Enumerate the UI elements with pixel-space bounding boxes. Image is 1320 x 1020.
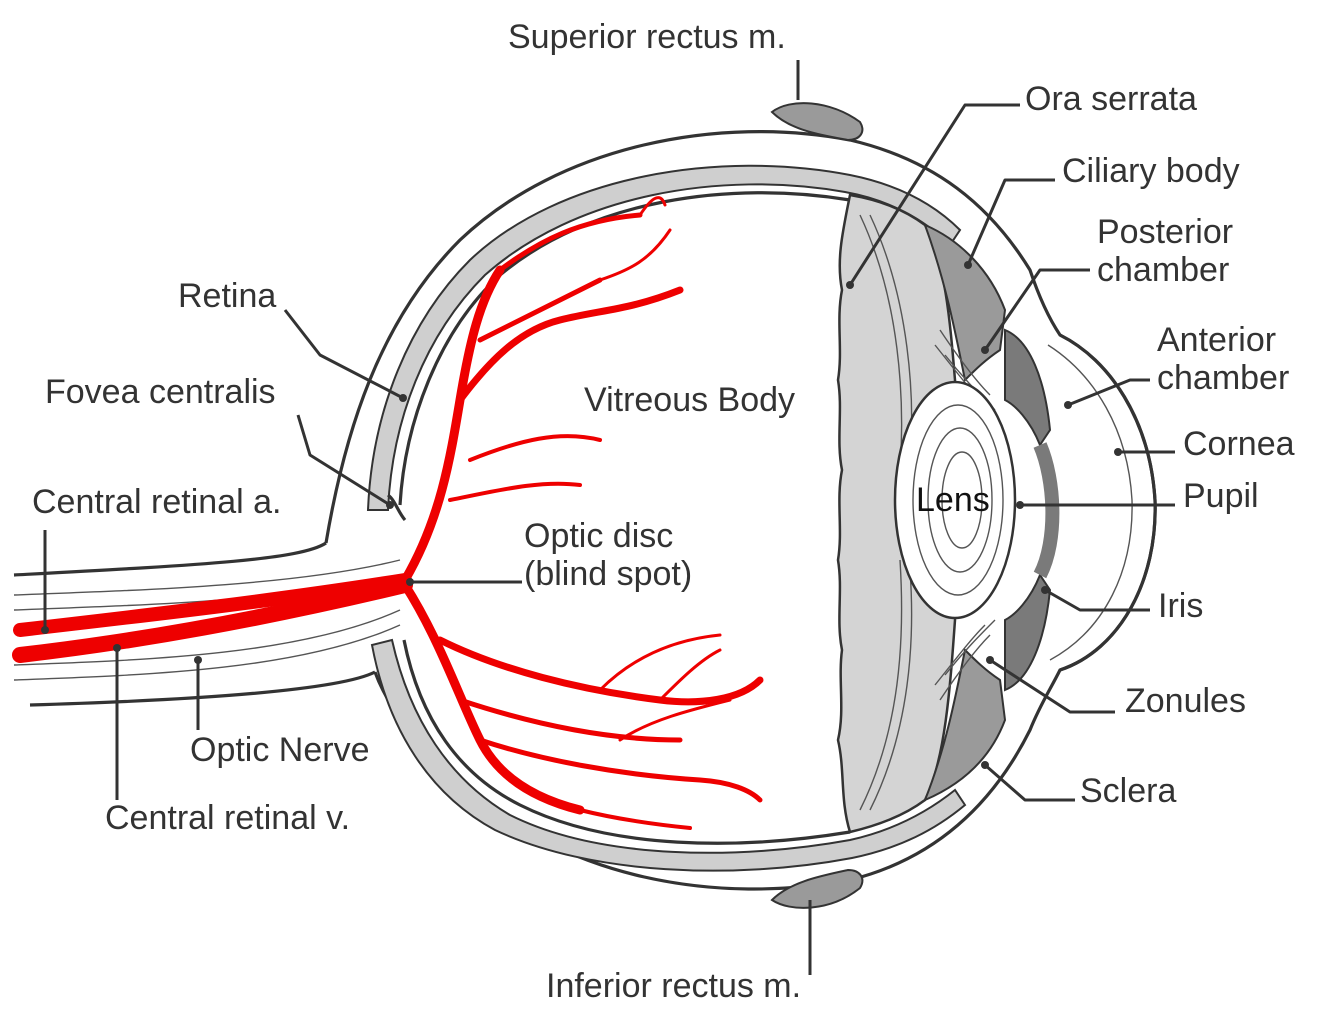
iris-upper: [1004, 328, 1052, 448]
ciliary-body-lower: [923, 647, 1007, 802]
label-central-retinal-artery: Central retinal a.: [32, 483, 281, 521]
retina-inner: [398, 191, 851, 506]
eyeball: [13, 102, 1157, 909]
central-retinal-artery: [13, 573, 412, 637]
label-iris: Iris: [1158, 587, 1203, 625]
label-optic-disc-line1: Optic disc: [524, 517, 673, 555]
lens-shape: [893, 380, 1017, 620]
label-fovea-centralis: Fovea centralis: [45, 373, 276, 411]
label-vitreous-body: Vitreous Body: [584, 381, 795, 419]
label-optic-disc-line2: (blind spot): [524, 555, 692, 593]
iris-band: [1033, 442, 1060, 579]
label-superior-rectus: Superior rectus m.: [508, 18, 786, 56]
label-ora-serrata: Ora serrata: [1025, 80, 1197, 118]
label-sclera: Sclera: [1080, 772, 1176, 810]
central-retinal-vein: [12, 577, 413, 663]
cornea-outline: [1059, 333, 1157, 672]
label-optic-nerve: Optic Nerve: [190, 731, 370, 769]
labels: Superior rectus m. Ora serrata Ciliary b…: [32, 18, 1295, 1005]
nerve-sheath-top: [13, 541, 327, 577]
label-posterior-chamber-line2: chamber: [1097, 251, 1229, 289]
superior-rectus-muscle: [770, 102, 864, 142]
label-posterior-chamber-line1: Posterior: [1097, 213, 1233, 251]
fovea-dip: [386, 493, 407, 522]
label-lens: Lens: [916, 481, 990, 519]
iris-lower: [1004, 572, 1052, 692]
label-ciliary-body: Ciliary body: [1062, 152, 1240, 190]
blood-vessels: [12, 196, 764, 830]
label-retina: Retina: [178, 277, 276, 315]
label-zonules: Zonules: [1125, 682, 1246, 720]
ciliary-body-upper: [923, 223, 1007, 383]
label-pupil: Pupil: [1183, 477, 1259, 515]
nerve-sheath-bottom: [29, 670, 376, 707]
retina-inner-lower: [402, 639, 851, 845]
retina-band-lower: [370, 638, 967, 872]
label-inferior-rectus: Inferior rectus m.: [546, 967, 801, 1005]
retina-band: [366, 164, 962, 511]
label-anterior-chamber-line2: chamber: [1157, 359, 1289, 397]
label-anterior-chamber-line1: Anterior: [1157, 321, 1276, 359]
cornea-inner: [1047, 344, 1133, 661]
leader-lines: [41, 60, 1175, 975]
inferior-rectus-muscle: [770, 868, 864, 909]
label-central-retinal-vein: Central retinal v.: [105, 799, 350, 837]
label-cornea: Cornea: [1183, 425, 1295, 463]
